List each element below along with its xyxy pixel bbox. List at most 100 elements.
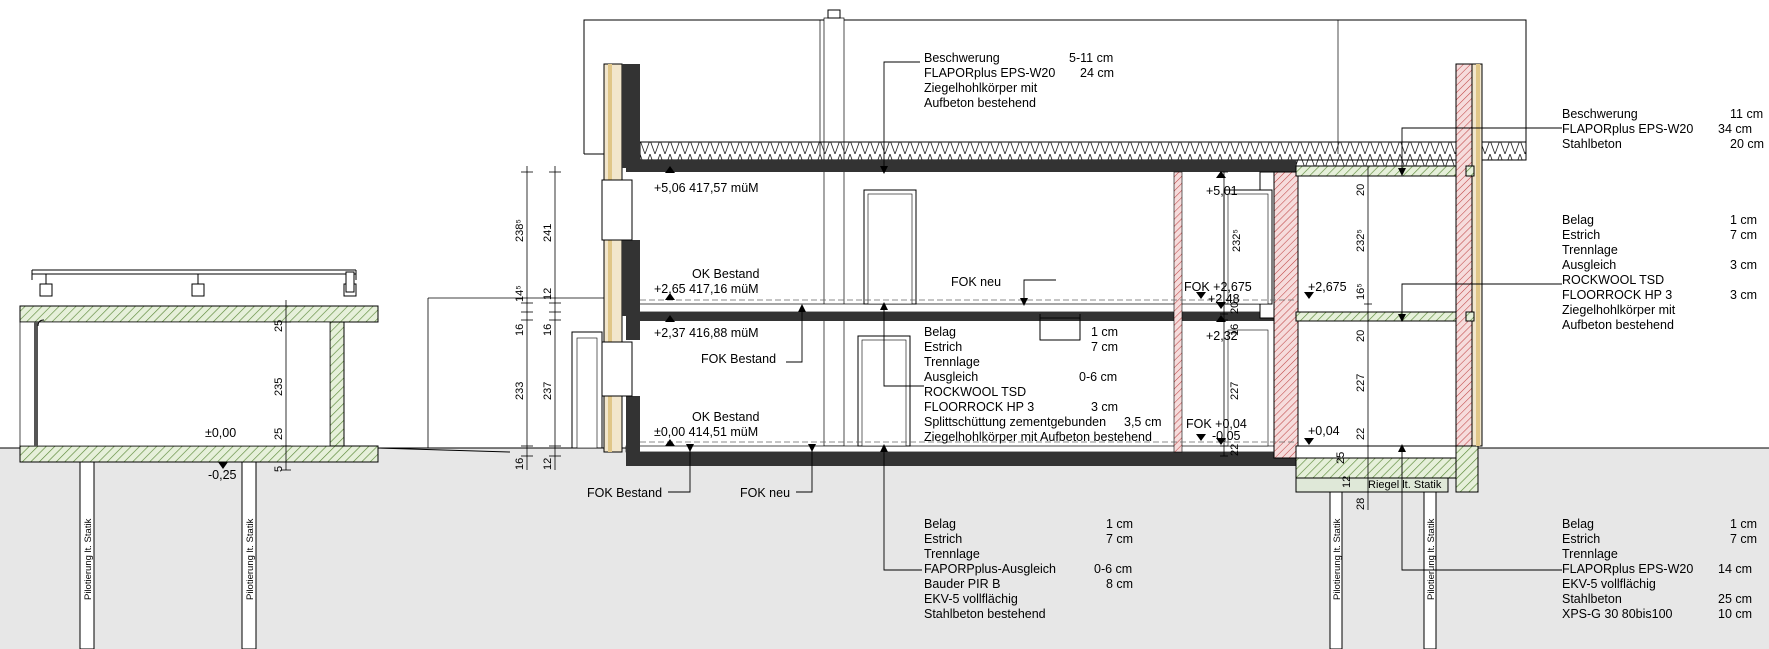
spec-gm-l5v: 8 cm <box>1106 577 1133 591</box>
level-ok-lower: OK Bestand <box>692 410 759 424</box>
dim-right-2325: 232⁵ <box>1355 229 1367 252</box>
spec-gr-l4: FLAPORplus EPS-W20 <box>1562 562 1693 576</box>
level-right-upper: +2,675 <box>1308 280 1347 294</box>
dim-16c: 16 <box>542 324 554 336</box>
leader-arrows <box>686 166 1406 452</box>
spec-fm-l1: Belag <box>924 325 956 339</box>
note-fok-bestand-low: FOK Bestand <box>587 486 662 500</box>
level-ground: ±0,00 414,51 müM <box>654 425 758 439</box>
spec-fr-l1v: 1 cm <box>1730 213 1757 227</box>
spec-gm-l6: EKV-5 vollflächig <box>924 592 1018 606</box>
spec-gr-l2v: 7 cm <box>1730 532 1757 546</box>
spec-fr-l4v: 3 cm <box>1730 258 1757 272</box>
dim-annex-2325: 232⁵ <box>1231 229 1243 252</box>
dim-right-165: 16⁵ <box>1355 283 1367 300</box>
spec-fr-l2v: 7 cm <box>1730 228 1757 242</box>
spec-fm-l8: Ziegelhohlkörper mit Aufbeton bestehend <box>924 430 1152 444</box>
level-annex-ground: -0,05 <box>1212 429 1241 443</box>
dim-carport-25b: 25 <box>273 428 285 440</box>
spec-roof-l2v: 24 cm <box>1080 66 1114 80</box>
level-right-ground: +0,04 <box>1308 424 1340 438</box>
dim-233: 233 <box>514 382 526 400</box>
dim-2385: 238⁵ <box>514 219 526 242</box>
dim-annex-22: 22 <box>1229 444 1241 456</box>
spec-gr-l5: EKV-5 vollflächig <box>1562 577 1656 591</box>
spec-roof-l2: FLAPORplus EPS-W20 <box>924 66 1055 80</box>
spec-gm-l4v: 0-6 cm <box>1094 562 1132 576</box>
note-fok-neu-low: FOK neu <box>740 486 790 500</box>
spec-ground-mid: Belag 1 cm Estrich 7 cm Trennlage FAPORP… <box>924 517 1133 621</box>
level-markers <box>665 166 1314 446</box>
note-pile-1: Pilotierung lt. Statik <box>83 518 94 600</box>
spec-gr-l6v: 25 cm <box>1718 592 1752 606</box>
spec-gr-l6: Stahlbeton <box>1562 592 1622 606</box>
spec-fm-l7: Splittschüttung zementgebunden <box>924 415 1106 429</box>
spec-roof-l4: Aufbeton bestehend <box>924 96 1036 110</box>
spec-fm-l5: ROCKWOOL TSD <box>924 385 1026 399</box>
spec-roof-l3: Ziegelhohlkörper mit <box>924 81 1038 95</box>
dim-annex-227: 227 <box>1229 382 1241 400</box>
spec-floor-right: Belag 1 cm Estrich 7 cm Trennlage Ausgle… <box>1562 213 1757 332</box>
spec-fm-l6v: 3 cm <box>1091 400 1118 414</box>
dim-annex-20a: 20 <box>1229 302 1241 314</box>
spec-fr-l8: Aufbeton bestehend <box>1562 318 1674 332</box>
note-riegel: Riegel lt. Statik <box>1368 479 1442 491</box>
level-annex-upper: +2,48 <box>1208 292 1240 306</box>
dim-right-25: 25 <box>1335 452 1347 464</box>
level-mid: +2,37 416,88 müM <box>654 326 759 340</box>
spec-gm-l4: FAPORPplus-Ausgleich <box>924 562 1056 576</box>
note-fok-neu-top: FOK neu <box>951 275 1001 289</box>
dim-carport-25a: 25 <box>273 320 285 332</box>
ground-area <box>0 447 1769 649</box>
level-annex-mid: +2,32 <box>1206 329 1238 343</box>
spec-roof: Beschwerung 5-11 cm FLAPORplus EPS-W20 2… <box>924 51 1114 110</box>
dim-237: 237 <box>542 382 554 400</box>
spec-rr-l2: FLAPORplus EPS-W20 <box>1562 122 1693 136</box>
level-marker <box>218 462 228 469</box>
spec-fm-l2v: 7 cm <box>1091 340 1118 354</box>
spec-gm-l2: Estrich <box>924 532 962 546</box>
note-fok-bestand-mid: FOK Bestand <box>701 352 776 366</box>
spec-rr-l1: Beschwerung <box>1562 107 1638 121</box>
spec-gr-l2: Estrich <box>1562 532 1600 546</box>
dim-right-20a: 20 <box>1355 184 1367 196</box>
spec-fr-l7: Ziegelhohlkörper mit <box>1562 303 1676 317</box>
dimension-lines-left <box>427 166 604 470</box>
spec-fr-l1: Belag <box>1562 213 1594 227</box>
spec-fr-l6v: 3 cm <box>1730 288 1757 302</box>
spec-fm-l3: Trennlage <box>924 355 980 369</box>
spec-gr-l7: XPS-G 30 80bis100 <box>1562 607 1673 621</box>
level-annex-fok-ground: FOK +0,04 <box>1186 417 1247 431</box>
spec-rr-l3v: 20 cm <box>1730 137 1764 151</box>
spec-fr-l3: Trennlage <box>1562 243 1618 257</box>
carport-dimension <box>281 300 291 471</box>
spec-gr-l3: Trennlage <box>1562 547 1618 561</box>
spec-floor-mid: Belag 1 cm Estrich 7 cm Trennlage Ausgle… <box>924 325 1162 444</box>
spec-gm-l3: Trennlage <box>924 547 980 561</box>
spec-gr-l1: Belag <box>1562 517 1594 531</box>
spec-gm-l2v: 7 cm <box>1106 532 1133 546</box>
dim-right-22: 22 <box>1355 428 1367 440</box>
spec-fm-l4: Ausgleich <box>924 370 978 384</box>
dim-right-227: 227 <box>1355 374 1367 392</box>
spec-fm-l6: FLOORROCK HP 3 <box>924 400 1034 414</box>
main-building <box>571 9 1527 493</box>
spec-fm-l1v: 1 cm <box>1091 325 1118 339</box>
dim-12b: 12 <box>542 458 554 470</box>
dimension-lines-right <box>1364 165 1372 510</box>
spec-gr-l1v: 1 cm <box>1730 517 1757 531</box>
piles <box>79 459 1437 649</box>
spec-roof-l1v: 5-11 cm <box>1069 51 1113 65</box>
spec-gr-l7v: 10 cm <box>1718 607 1752 621</box>
dim-16a: 16 <box>514 324 526 336</box>
note-pile-2: Pilotierung lt. Statik <box>245 518 256 600</box>
spec-rr-l2v: 34 cm <box>1718 122 1752 136</box>
dim-145: 14⁵ <box>514 285 526 302</box>
spec-fr-l4: Ausgleich <box>1562 258 1616 272</box>
spec-fr-l2: Estrich <box>1562 228 1600 242</box>
note-pile-3: Pilotierung lt. Statik <box>1332 518 1343 600</box>
spec-gm-l1: Belag <box>924 517 956 531</box>
dim-12a: 12 <box>542 288 554 300</box>
spec-fm-l2: Estrich <box>924 340 962 354</box>
